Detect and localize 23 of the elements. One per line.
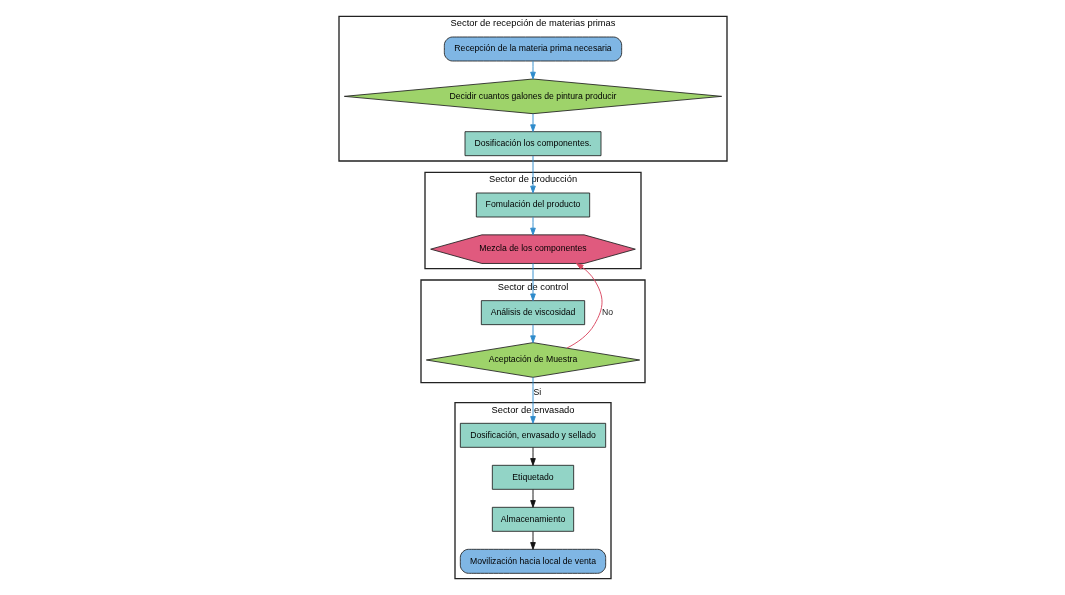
arrow [529, 216, 536, 236]
arrow [529, 531, 536, 550]
arrow [529, 155, 536, 194]
node-diamond: Decidir cuantos galones de pintura producir [343, 78, 722, 115]
node-box: Análisis de viscosidad [480, 300, 585, 326]
node-box: Movilización hacia local de venta [459, 548, 606, 574]
arrow [529, 324, 536, 343]
arrow [529, 377, 536, 424]
edge-label: Si [532, 386, 541, 397]
node-diamond: Aceptación de Muestra [425, 342, 640, 378]
arrow [529, 113, 536, 132]
arrow [529, 262, 536, 302]
arrow [566, 263, 602, 349]
node-box: Dosificación los componentes. [464, 131, 601, 157]
arrow [529, 447, 536, 466]
node-box: Almacenamiento [491, 506, 574, 532]
node-box: Etiquetado [491, 464, 574, 490]
node-box: Dosificación, envasado y sellado [459, 422, 606, 448]
node-box: Recepción de la materia prima necesaria [443, 36, 622, 62]
edge-label: No [601, 306, 613, 317]
node-box: Fomulación del producto [475, 192, 590, 218]
arrow [529, 489, 536, 508]
arrow [529, 60, 536, 80]
